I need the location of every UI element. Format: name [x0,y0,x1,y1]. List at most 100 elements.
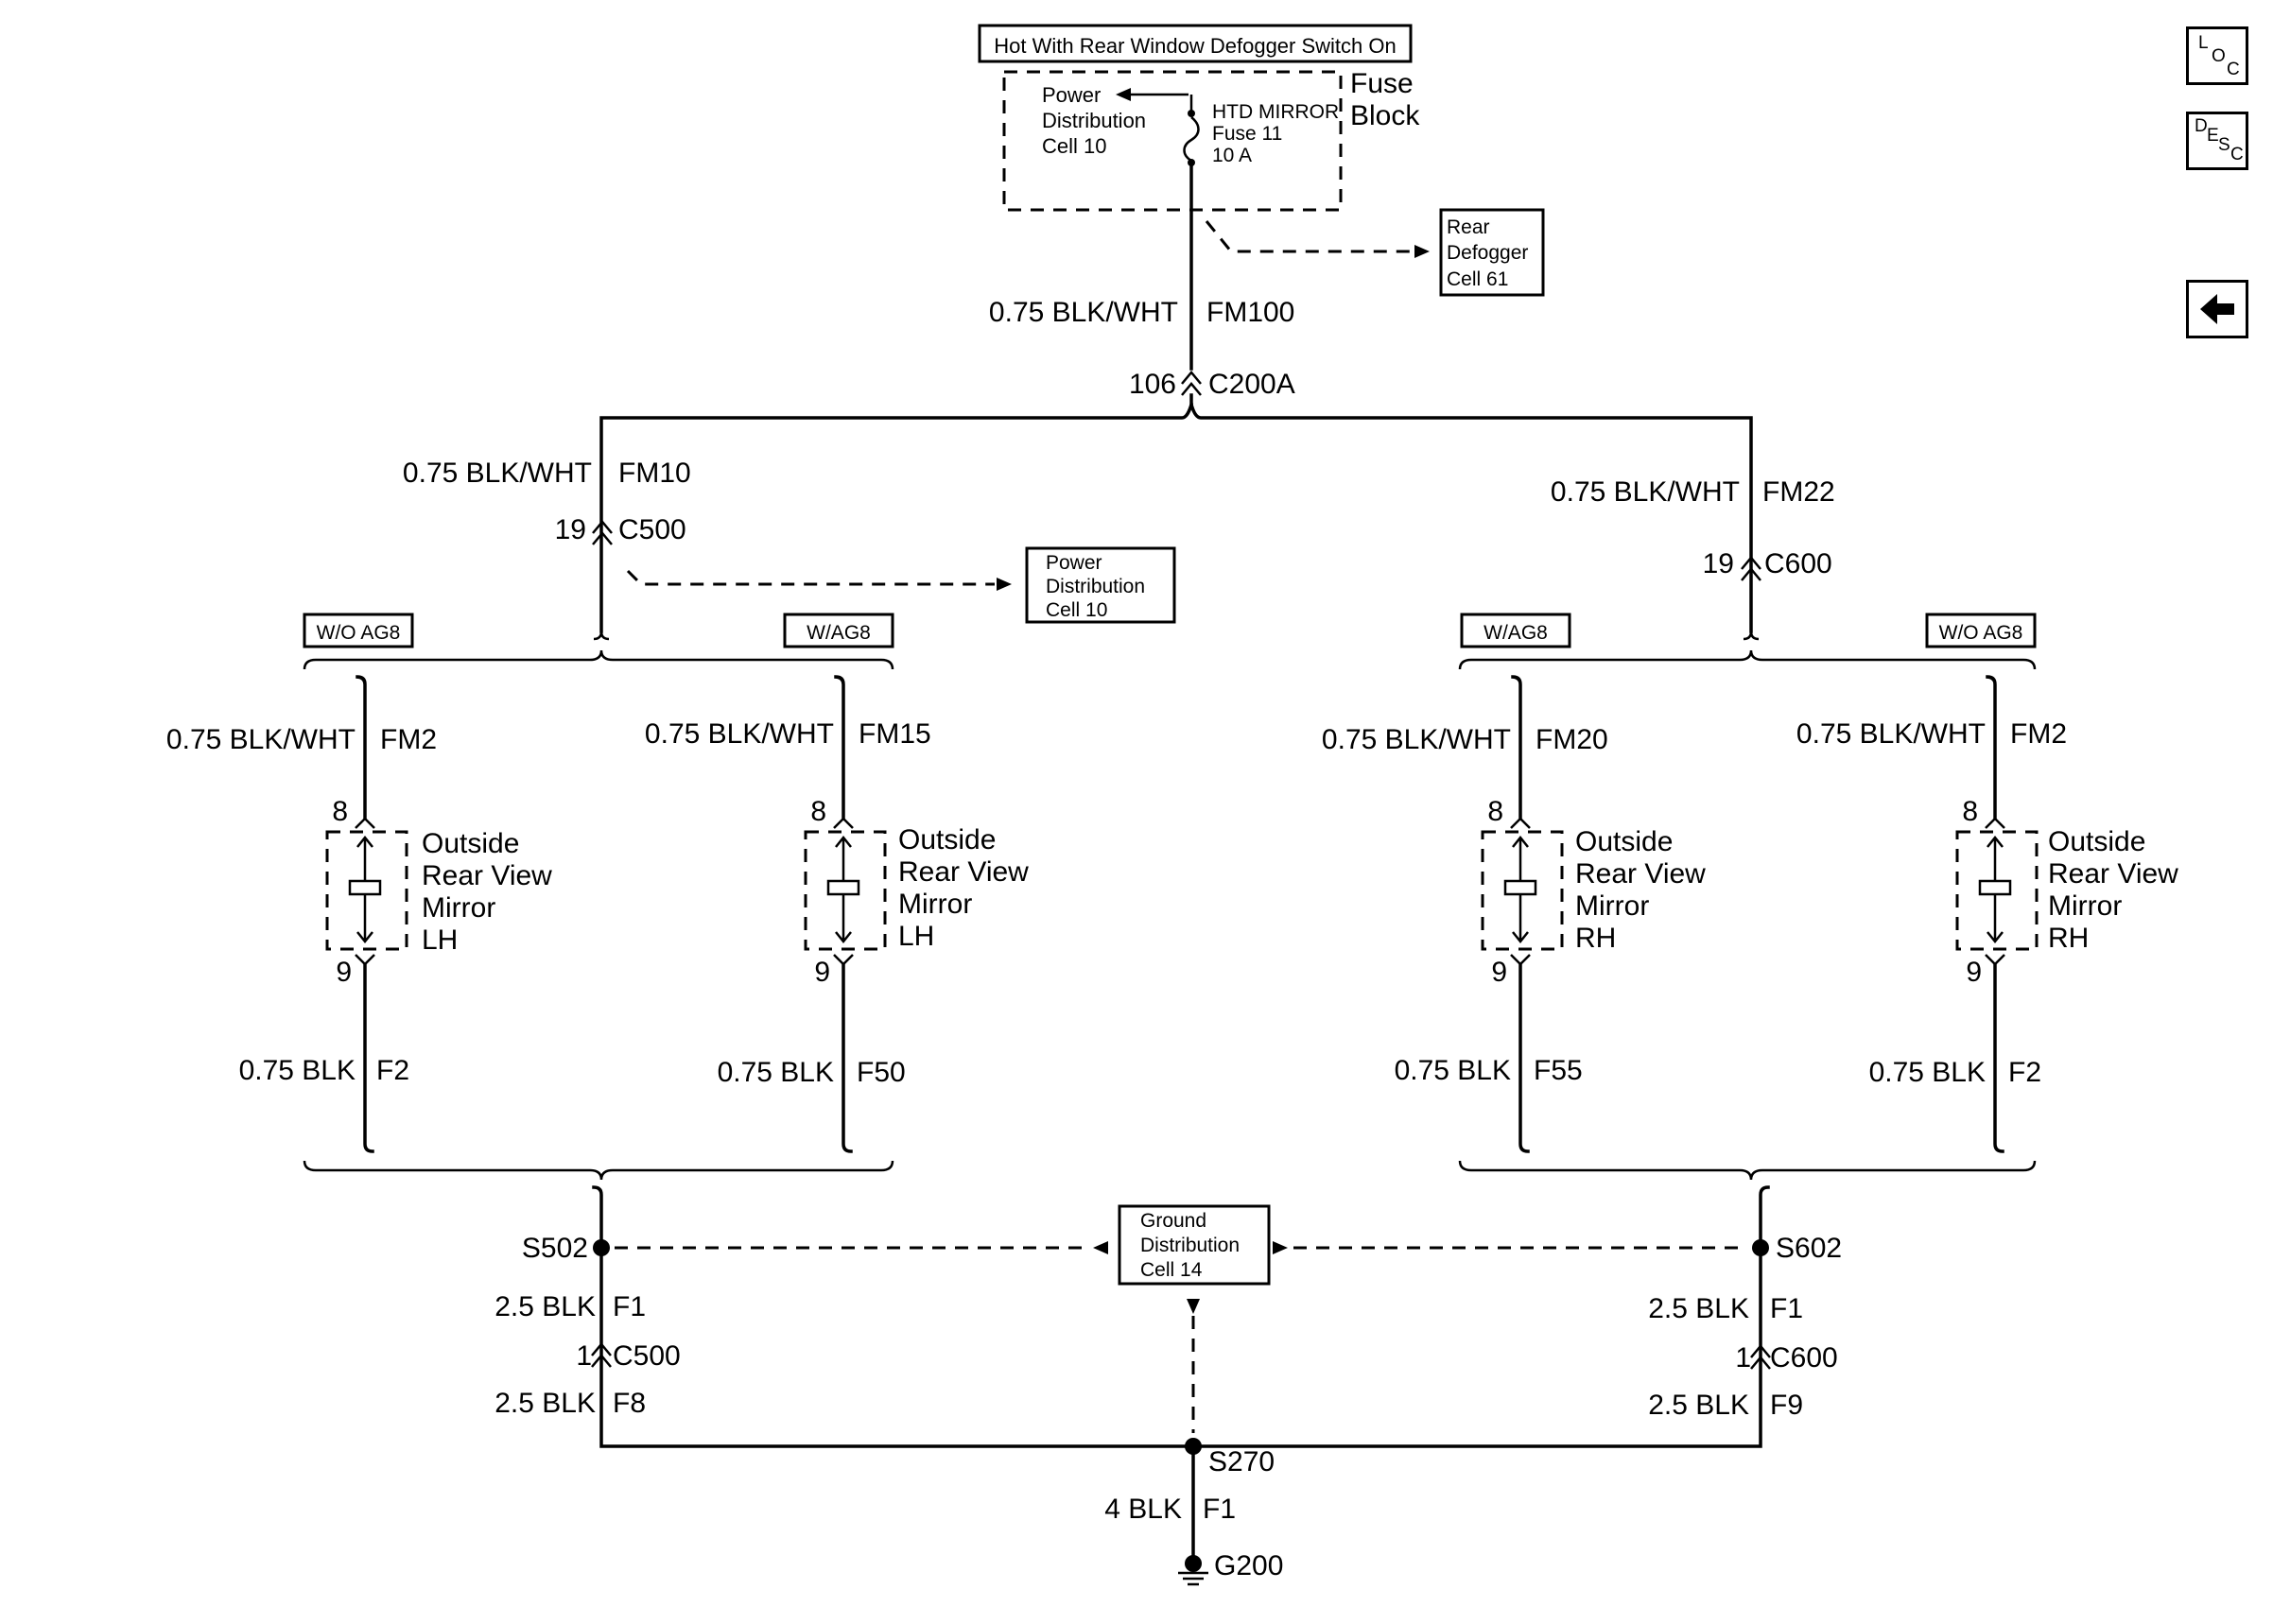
loc-letter-c: C [2227,60,2240,79]
wire-ground-gauge: 4 BLK [1104,1494,1182,1525]
connector-c500-top-name: C500 [618,514,686,545]
mirror-branch-3: 0.75 BLK/WHT FM20 8 9 0.75 BLK F55 Outsi… [1322,675,1706,1153]
ground-dist-arrow-left [1093,1241,1108,1254]
mirror-2-top-wire [834,675,845,821]
mirror-1-name-3: Mirror [422,892,495,924]
wire-ground-circuit: F1 [1203,1494,1236,1525]
wire-left-f1-circuit: F1 [613,1291,646,1322]
ref-box-rear-defogger [1439,208,1545,297]
power-dist-arrow-head [997,578,1012,591]
desc-letter-c: C [2230,145,2244,164]
mirror-3-conn-top [1510,817,1531,829]
wire-fm10-gauge: 0.75 BLK/WHT [403,458,592,489]
mirror-2-pin-bot: 9 [814,957,830,988]
ref-ground-dist-3: Cell 14 [1140,1259,1203,1281]
option-box-w-ag8-left [783,613,894,648]
mirror-4-motor-symbol [1978,835,2012,944]
fuse-block-outline [1002,70,1343,212]
mirror-2-bot-wire [842,962,853,1153]
mirror-2-top-gauge: 0.75 BLK/WHT [645,718,834,750]
mirror-3-name-1: Outside [1575,826,1673,857]
back-button[interactable] [2186,280,2248,338]
desc-letter-s: S [2218,135,2230,155]
mirror-1-bot-gauge: 0.75 BLK [239,1055,356,1086]
option-box-wo-ag8-right [1925,613,2037,648]
loc-letter-l: L [2198,33,2209,53]
mirror-2-bot-circuit: F50 [857,1057,906,1088]
option-box-w-ag8-right [1460,613,1571,648]
connector-c200a-symbol [1181,371,1202,396]
fuse-name: HTD MIRROR [1212,101,1339,123]
mirror-1-top-wire [356,675,367,821]
desc-button[interactable]: D E S C [2186,112,2248,170]
mirror-2-outline [804,830,887,951]
wire-fm10-circuit: FM10 [618,458,691,489]
mirror-1-name-1: Outside [422,828,519,859]
wire-fm22-gauge: 0.75 BLK/WHT [1551,476,1740,508]
mirror-branch-1: 0.75 BLK/WHT FM2 8 9 0.75 BLK F2 Outside… [166,675,552,1153]
mirror-2-pin-top: 8 [810,796,826,827]
wire-left-f8-gauge: 2.5 BLK [495,1388,596,1419]
mirror-4-name-2: Rear View [2048,858,2178,890]
mirror-1-pin-bot: 9 [336,957,352,988]
connector-c500-bot-symbol [591,1342,612,1368]
mirror-3-name-2: Rear View [1575,858,1706,890]
mirror-1-outline [325,830,408,951]
fuse-block-ref-2: Distribution [1042,109,1146,132]
splice-s502: S502 [522,1233,588,1264]
wire-right-f1-gauge: 2.5 BLK [1648,1293,1749,1324]
ref-ground-dist-1: Ground [1140,1210,1206,1232]
ground-dist-arrow-right [1273,1241,1288,1254]
wire-right-f9-gauge: 2.5 BLK [1648,1390,1749,1421]
fuse-bus-dot [1188,110,1195,117]
mirror-4-top-circuit: FM2 [2010,718,2067,750]
mirror-1-name-4: LH [422,924,458,956]
loc-button[interactable]: L O C [2186,26,2248,85]
fuse-block-ref-3: Cell 10 [1042,134,1106,158]
mirror-4-name-3: Mirror [2048,890,2122,922]
wire-left-f1-gauge: 2.5 BLK [495,1291,596,1322]
mirror-4-conn-top [1985,817,2005,829]
fuse-number: Fuse 11 [1212,123,1282,145]
ref-box-power-distribution [1025,546,1176,624]
mirror-4-top-wire [1986,675,1997,821]
wire-right-f1-circuit: F1 [1770,1293,1803,1324]
wire-main-split-left [599,402,1194,633]
splice-s502-dot [593,1239,610,1256]
mirror-1-bot-circuit: F2 [376,1055,409,1086]
ref-rear-defogger-3: Cell 61 [1447,268,1508,290]
mirror-1-top-gauge: 0.75 BLK/WHT [166,724,356,755]
ref-power-dist-2: Distribution [1046,576,1145,597]
mirror-1-name-2: Rear View [422,860,552,891]
fuse-symbol [1183,116,1200,163]
splice-s270: S270 [1208,1446,1275,1477]
mirror-1-pin-top: 8 [332,796,348,827]
ref-rear-defogger-1: Rear [1447,216,1490,238]
header-caption-box [978,24,1413,63]
mirror-3-bot-circuit: F55 [1534,1055,1583,1086]
option-w-ag8-right: W/AG8 [1484,622,1548,644]
mirror-4-bot-gauge: 0.75 BLK [1869,1057,1986,1088]
connector-c600-bot-symbol [1750,1344,1771,1370]
mirror-1-bot-wire [363,962,374,1153]
fuse-block-title-2: Block [1350,100,1420,131]
wire-right-brace-stub [1743,631,1760,641]
mirror-3-top-wire [1511,675,1522,821]
ref-power-dist-1: Power [1046,552,1102,574]
mirror-2-name-1: Outside [898,824,996,855]
defogger-arrow-head [1414,245,1430,258]
mirror-3-motor-symbol [1503,835,1537,944]
option-wo-ag8-left: W/O AG8 [317,622,401,644]
mirror-4-pin-top: 8 [1962,796,1978,827]
wire-fm100-gauge: 0.75 BLK/WHT [989,297,1178,328]
splice-s602: S602 [1776,1233,1842,1264]
mirror-2-top-circuit: FM15 [859,718,931,750]
option-brace-left-bottom [303,1160,894,1181]
mirror-1-top-circuit: FM2 [380,724,437,755]
mirror-4-bot-circuit: F2 [2008,1057,2041,1088]
mirror-2-bot-gauge: 0.75 BLK [718,1057,834,1088]
connector-c200a-name: C200A [1208,369,1295,400]
mirror-3-pin-top: 8 [1487,796,1503,827]
connector-c500-top-pin: 19 [555,514,586,545]
